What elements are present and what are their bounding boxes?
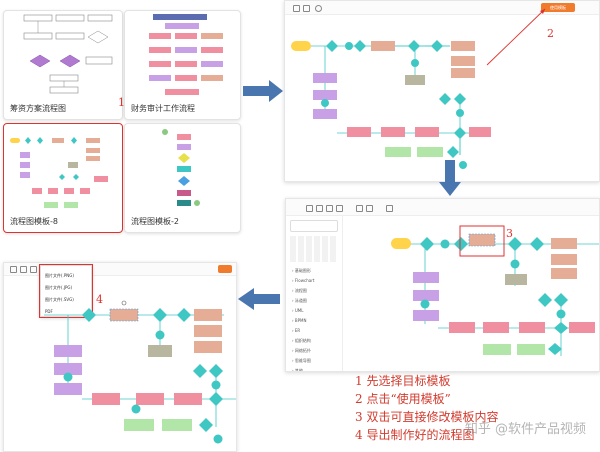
watermark: 知乎 @软件产品视频 [464, 422, 586, 437]
basic-shapes-grid[interactable] [290, 236, 338, 262]
bold-icon[interactable] [306, 205, 313, 212]
font-color-icon[interactable] [326, 205, 333, 212]
template-thumbnail-4 [162, 129, 200, 206]
editor-toolbar [4, 263, 236, 276]
line-icon[interactable] [366, 205, 373, 212]
shape-category-item[interactable]: › 组织结构 [292, 338, 311, 343]
template-card-2[interactable]: 财务审计工作流程 [124, 10, 241, 120]
shape-search-input[interactable] [290, 220, 338, 232]
fill-icon[interactable] [356, 205, 363, 212]
export-menu-item[interactable]: 图片文件(.JPG) [45, 285, 73, 290]
flowchart-canvas-1 [291, 40, 491, 169]
step-marker-4: 4 [96, 293, 103, 306]
pointer-line [486, 8, 546, 66]
template-label: 筹资方案流程图 [10, 104, 66, 113]
template-thumbnail-1 [23, 14, 113, 94]
template-label: 流程图模板-2 [131, 217, 179, 226]
undo-icon[interactable] [293, 5, 300, 12]
step-1: 1 先选择目标模板 [355, 374, 451, 388]
search-icon[interactable] [315, 5, 322, 12]
arrow-down-icon [439, 160, 461, 196]
redo-icon[interactable] [303, 5, 310, 12]
arrow-right-icon [243, 80, 283, 102]
step-2: 2 点击“使用模板” [355, 392, 451, 406]
step-marker-1: 1 [118, 96, 125, 109]
template-thumbnail-3 [10, 137, 108, 208]
italic-icon[interactable] [316, 205, 323, 212]
shape-category-item[interactable]: › ER [292, 328, 301, 333]
save-icon[interactable] [20, 266, 27, 273]
export-menu-item[interactable]: 图片文件(.SVG) [45, 297, 74, 302]
export-dropdown-menu: 图片文件(.PNG) 图片文件(.JPG) 图片文件(.SVG) PDF [39, 264, 93, 318]
template-thumbnail-2 [149, 14, 223, 95]
arrow-left-icon [238, 288, 280, 310]
step-3: 3 双击可直接修改模板内容 [355, 410, 499, 424]
flowchart-canvas-2 [391, 225, 599, 356]
step-marker-2: 2 [547, 27, 554, 40]
shape-category-item[interactable]: › 泳道图 [292, 298, 307, 303]
template-card-4[interactable]: 流程图模板-2 [124, 123, 241, 233]
shape-category-item[interactable]: › UML [292, 308, 304, 313]
editor-panel-3: 图片文件(.PNG) 图片文件(.JPG) 图片文件(.SVG) PDF [3, 262, 237, 452]
export-menu-item[interactable]: 图片文件(.PNG) [45, 273, 74, 278]
shape-category-list: › 基础图形 › Flowchart › 流程图 › 泳道图 › UML › BPMN › … [286, 266, 342, 372]
editor-panel-2: › 基础图形 › Flowchart › 流程图 › 泳道图 › UML › BPMN › … [285, 198, 600, 372]
template-card-3[interactable]: 流程图模板-8 [3, 123, 123, 233]
template-label: 流程图模板-8 [10, 217, 58, 226]
export-menu-item[interactable]: PDF [45, 309, 53, 314]
align-icon[interactable] [336, 205, 343, 212]
step-4: 4 导出制作好的流程图 [355, 428, 475, 442]
use-template-button[interactable]: 使用模板 [541, 3, 575, 12]
arrow-style-icon[interactable] [386, 205, 393, 212]
shape-category-item[interactable]: › 网络拓扑 [292, 348, 311, 353]
steps-list: 1 先选择目标模板 2 点击“使用模板” 3 双击可直接修改模板内容 4 导出制… [355, 372, 498, 444]
menu-icon[interactable] [10, 266, 17, 273]
editor-panel-1: 使用模板 [284, 0, 600, 182]
editor-toolbar [285, 1, 599, 15]
shape-category-item[interactable]: › Flowchart [292, 278, 315, 283]
shape-category-item[interactable]: › 其他 [292, 368, 303, 372]
shape-category-item[interactable]: › 思维导图 [292, 358, 311, 363]
step-marker-3: 3 [506, 227, 513, 240]
shape-library-sidebar: › 基础图形 › Flowchart › 流程图 › 泳道图 › UML › BPMN › … [286, 216, 343, 371]
shape-category-item[interactable]: › 基础图形 [292, 268, 311, 273]
editor-toolbar [286, 199, 599, 216]
share-button[interactable] [218, 265, 232, 273]
shape-category-item[interactable]: › 流程图 [292, 288, 307, 293]
shape-category-item[interactable]: › BPMN [292, 318, 307, 323]
template-label: 财务审计工作流程 [131, 104, 195, 113]
export-icon[interactable] [30, 266, 37, 273]
flowchart-canvas-3 [44, 300, 236, 444]
template-card-1[interactable]: 筹资方案流程图 [3, 10, 123, 120]
